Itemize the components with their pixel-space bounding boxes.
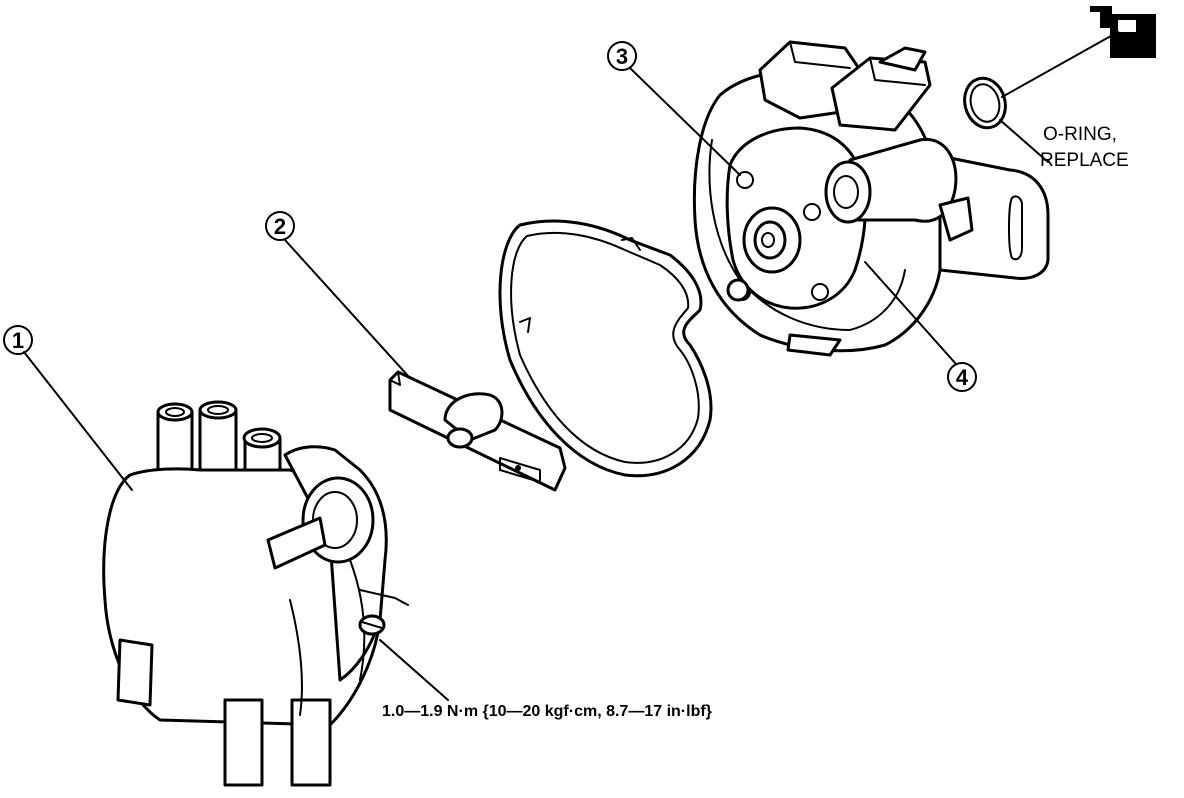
callout-2: 2	[265, 211, 295, 241]
rotor	[388, 370, 567, 492]
callout-2-label: 2	[274, 214, 286, 239]
distributor-housing	[692, 40, 1050, 357]
torque-spec-label: 1.0—1.9 N·m {10—20 kgf·cm, 8.7—17 in·lbf…	[382, 703, 712, 720]
callout-3-label: 3	[616, 44, 628, 69]
callout-4: 4	[947, 362, 977, 392]
o-ring-label-line2: REPLACE	[1040, 150, 1129, 171]
o-ring-label-line1: O-RING,	[1043, 124, 1117, 145]
distributor-cap	[102, 400, 409, 787]
callout-4-label: 4	[956, 365, 969, 390]
callout-3: 3	[607, 41, 637, 71]
oil-can-label: OIL	[1120, 25, 1131, 32]
callout-1: 1	[3, 325, 33, 355]
o-ring	[963, 76, 1007, 130]
callout-1-label: 1	[12, 328, 24, 353]
oil-can-icon: OIL	[1090, 6, 1156, 58]
leader-lines	[23, 31, 1119, 701]
cap-gasket	[498, 219, 713, 478]
